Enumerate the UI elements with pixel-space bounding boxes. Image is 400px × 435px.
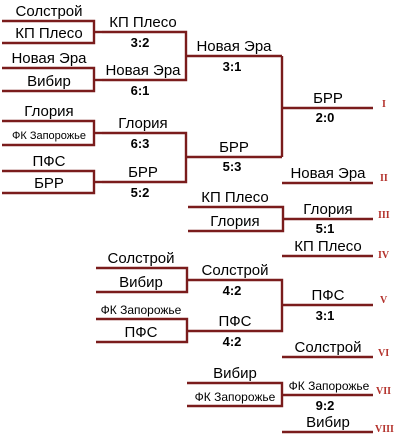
team-name: ФК Запорожье bbox=[195, 390, 276, 404]
team-name: ФК Запорожье bbox=[101, 303, 182, 317]
round-1: Солстрой КП Плесо Новая Эра Вибир Глория… bbox=[11, 3, 87, 192]
team-name: Солстрой bbox=[107, 250, 174, 267]
team-name: ПФС bbox=[32, 153, 65, 170]
team-name: Новая Эра bbox=[105, 62, 181, 79]
match-score: 3:1 bbox=[223, 59, 242, 74]
match-score: 6:3 bbox=[131, 136, 150, 151]
team-name: БРР bbox=[219, 139, 249, 156]
place-label: VII bbox=[376, 386, 391, 397]
team-name: Глория bbox=[210, 213, 259, 230]
team-name: Вибир bbox=[213, 365, 257, 382]
consolation-bracket: Солстрой Вибир ФК Запорожье ПФС Солстрой… bbox=[101, 250, 390, 359]
team-name: КП Плесо bbox=[201, 189, 269, 206]
team-name: Солстрой bbox=[294, 339, 361, 356]
match-score: 3:1 bbox=[316, 308, 335, 323]
team-name: КП Плесо bbox=[109, 14, 177, 31]
match-score: 5:1 bbox=[316, 221, 335, 236]
champion-name: БРР bbox=[313, 90, 343, 107]
match-score: 5:2 bbox=[131, 185, 150, 200]
team-name: Вибир bbox=[119, 274, 163, 291]
team-name: Глория bbox=[303, 201, 352, 218]
semifinals: Новая Эра 3:1 БРР 5:3 bbox=[196, 38, 272, 174]
place-label: II bbox=[380, 173, 388, 184]
round-2: КП Плесо 3:2 Новая Эра 6:1 Глория 6:3 БР… bbox=[105, 14, 181, 200]
team-name: Солстрой bbox=[201, 262, 268, 279]
place-label: I bbox=[382, 99, 386, 110]
team-name: ПФС bbox=[124, 324, 157, 341]
team-name: БРР bbox=[34, 175, 64, 192]
team-name: ПФС bbox=[311, 287, 344, 304]
team-name: БРР bbox=[128, 164, 158, 181]
team-name: Солстрой bbox=[15, 3, 82, 20]
seventh-place-match: Вибир ФК Запорожье ФК Запорожье 9:2 VII … bbox=[195, 365, 394, 435]
match-score: 4:2 bbox=[223, 334, 242, 349]
team-name: ПФС bbox=[218, 313, 251, 330]
team-name: Новая Эра bbox=[11, 50, 87, 67]
team-name: КП Плесо bbox=[294, 238, 362, 255]
match-score: 9:2 bbox=[316, 398, 335, 413]
team-name: Новая Эра bbox=[196, 38, 272, 55]
match-score: 6:1 bbox=[131, 83, 150, 98]
place-label: VI bbox=[378, 348, 389, 359]
team-name: Вибир bbox=[306, 414, 350, 431]
bracket-lines bbox=[2, 19, 373, 434]
team-name: ФК Запорожье bbox=[289, 379, 370, 393]
team-name: Глория bbox=[118, 115, 167, 132]
match-score: 2:0 bbox=[316, 110, 335, 125]
place-label: V bbox=[380, 295, 388, 306]
third-place-match: КП Плесо Глория Глория 5:1 III КП Плесо … bbox=[201, 189, 390, 261]
place-label: IV bbox=[378, 250, 390, 261]
team-name: Новая Эра bbox=[290, 165, 366, 182]
place-label: VIII bbox=[375, 424, 394, 435]
match-score: 4:2 bbox=[223, 283, 242, 298]
match-score: 5:3 bbox=[223, 159, 242, 174]
match-score: 3:2 bbox=[131, 35, 150, 50]
team-name: Вибир bbox=[27, 73, 71, 90]
team-name: Глория bbox=[24, 103, 73, 120]
team-name: КП Плесо bbox=[15, 25, 83, 42]
place-label: III bbox=[378, 210, 390, 221]
team-name: ФК Запорожье bbox=[12, 130, 86, 142]
final: БРР 2:0 I Новая Эра II bbox=[290, 90, 387, 184]
